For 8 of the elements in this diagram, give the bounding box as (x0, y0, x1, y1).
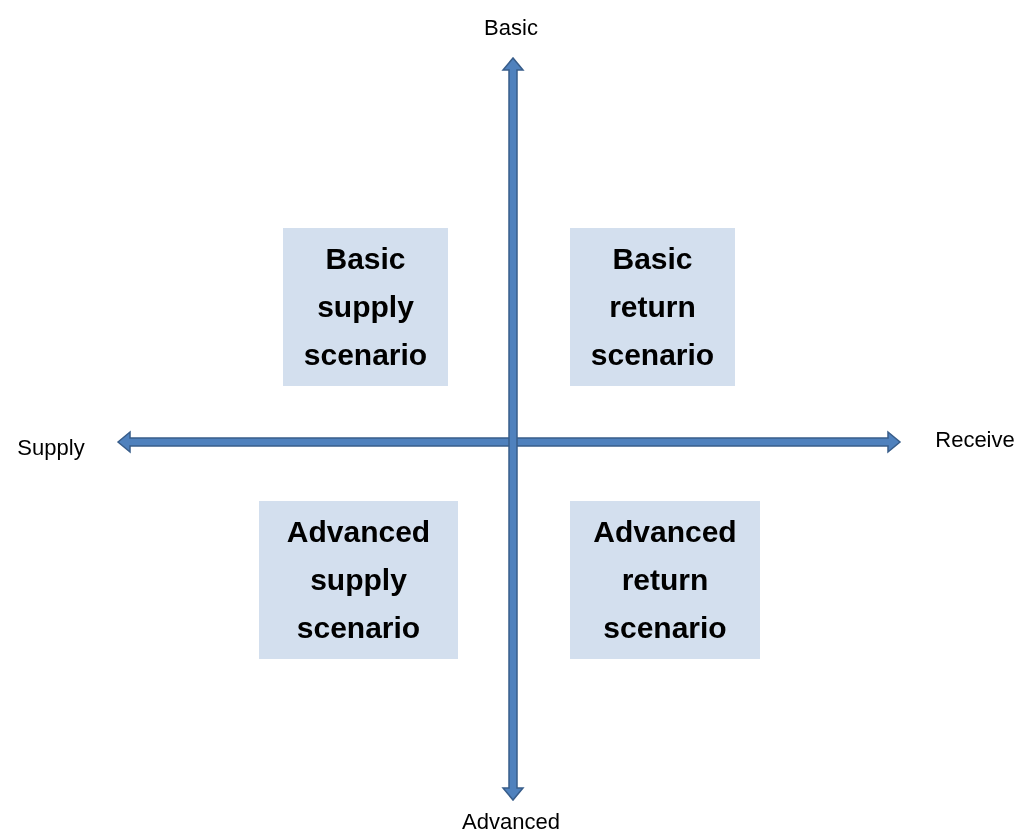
axis-label: Basic (484, 15, 538, 41)
axis-label: Supply (17, 435, 85, 461)
axis-label: Advanced (462, 809, 560, 834)
scenario-box: Basic return scenario (570, 228, 735, 386)
axis-label: Receive (935, 427, 1015, 453)
scenario-box: Basic supply scenario (283, 228, 448, 386)
scenario-box: Advanced return scenario (570, 501, 760, 659)
scenario-box: Advanced supply scenario (259, 501, 458, 659)
